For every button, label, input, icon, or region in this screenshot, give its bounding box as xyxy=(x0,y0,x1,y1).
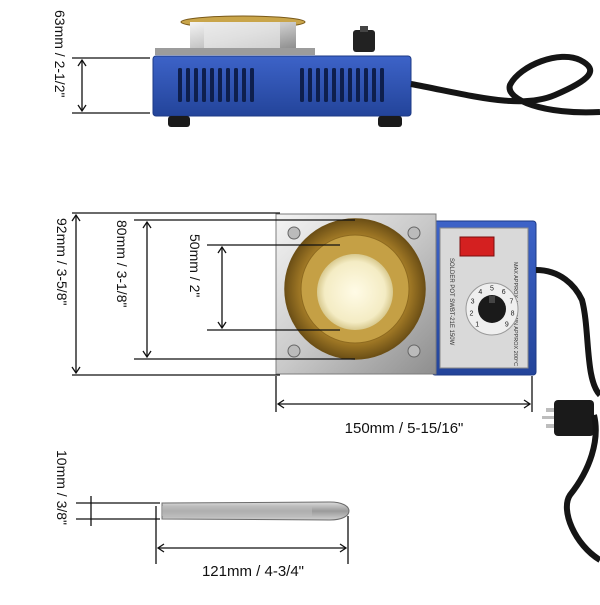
vent-slot xyxy=(316,68,320,102)
dial-number: 9 xyxy=(505,321,509,328)
dial-number: 8 xyxy=(511,311,515,318)
dial-number: 5 xyxy=(490,286,494,293)
vent-slot xyxy=(250,68,254,102)
vent-slot xyxy=(178,68,182,102)
total-depth-dimension xyxy=(71,212,280,376)
temperature-dial: 12 34 5 67 89 xyxy=(465,282,519,336)
vent-slot xyxy=(194,68,198,102)
vent-slot xyxy=(356,68,360,102)
vent-slot xyxy=(380,68,384,102)
spatula-length-label: 121mm / 4-3/4" xyxy=(202,563,304,580)
dial-number: 1 xyxy=(475,321,479,328)
vent-slot xyxy=(186,68,190,102)
dial-number: 3 xyxy=(471,298,475,305)
dial-number: 6 xyxy=(502,289,506,296)
vent-slot xyxy=(332,68,336,102)
vent-slot xyxy=(348,68,352,102)
spatula-length-dimension xyxy=(155,506,349,564)
vent-slot xyxy=(364,68,368,102)
vent-slot xyxy=(340,68,344,102)
width-label: 150mm / 5-15/16" xyxy=(345,420,464,437)
spatula-width-dimension xyxy=(76,496,160,526)
vent-slot xyxy=(202,68,206,102)
top-view-device: SOLDER POT SWBT-21E 150W MAX APPROX 450°… xyxy=(275,213,600,563)
power-switch xyxy=(459,236,495,257)
width-dimension xyxy=(275,376,533,412)
side-height-label: 63mm / 2-1/2" xyxy=(52,10,68,97)
side-vents xyxy=(178,68,384,102)
side-view-device xyxy=(152,15,600,127)
vent-slot xyxy=(226,68,230,102)
vent-slot xyxy=(372,68,376,102)
inner-diameter-label: 50mm / 2" xyxy=(187,234,203,297)
pot-diameter-label: 80mm / 3-1/8" xyxy=(114,220,130,307)
vent-slot xyxy=(210,68,214,102)
total-depth-label: 92mm / 3-5/8" xyxy=(54,218,70,305)
spatula-width-label: 10mm / 3/8" xyxy=(54,450,70,525)
dial-number: 4 xyxy=(478,289,482,296)
panel-model-text: SOLDER POT SWBT-21E 150W xyxy=(448,258,454,346)
dial-number: 2 xyxy=(469,311,473,318)
vent-slot xyxy=(300,68,304,102)
vent-slot xyxy=(308,68,312,102)
side-height-dimension xyxy=(72,57,150,114)
inner-diameter-dimension xyxy=(207,244,340,331)
vent-slot xyxy=(242,68,246,102)
pot-diameter-dimension xyxy=(134,219,355,360)
vent-slot xyxy=(324,68,328,102)
panel-min-text: MIN APPROX 200°C xyxy=(512,315,518,366)
dial-number: 7 xyxy=(509,298,513,305)
vent-slot xyxy=(218,68,222,102)
spatula xyxy=(161,501,350,521)
vent-slot xyxy=(234,68,238,102)
power-plug xyxy=(542,400,600,563)
panel-max-text: MAX APPROX 450°C xyxy=(512,262,518,315)
